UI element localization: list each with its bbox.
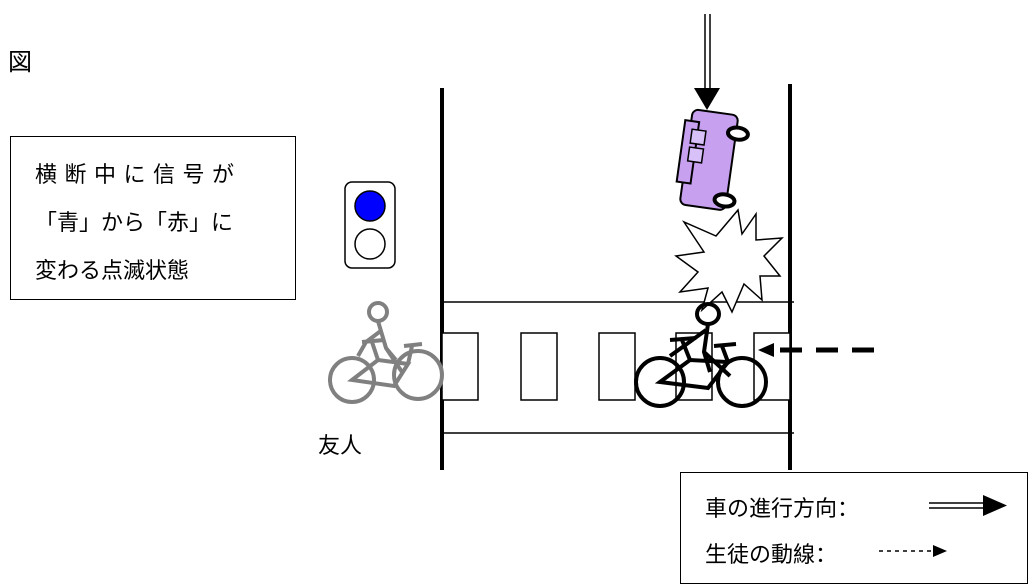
note-box: 横断中に信号が 「青」から「赤」に 変わる点滅状態 <box>10 136 296 300</box>
figure-label: 図 <box>8 48 32 76</box>
collision-burst-icon <box>674 208 784 314</box>
car-icon <box>675 108 750 211</box>
student-bicycle-icon <box>634 302 768 408</box>
crosswalk-stripe <box>753 332 791 401</box>
note-line-1: 横断中に信号が <box>35 163 242 188</box>
traffic-signal-icon <box>344 181 396 269</box>
crosswalk-stripe <box>598 332 636 401</box>
crosswalk-stripe <box>441 332 479 401</box>
note-line-3: 変わる点滅状態 <box>35 259 190 284</box>
legend-arrows <box>879 495 1007 557</box>
friend-bicycle-icon <box>328 301 444 404</box>
legend-student-path: 生徒の動線： <box>705 543 838 568</box>
car-direction-arrow <box>694 14 720 110</box>
note-line-2: 「青」から「赤」に <box>35 211 234 236</box>
student-path-arrow <box>758 343 874 357</box>
crosswalk-stripes <box>441 332 791 401</box>
legend-car-direction: 車の進行方向： <box>705 497 860 522</box>
friend-label: 友人 <box>318 434 363 459</box>
crosswalk-stripe <box>520 332 558 401</box>
legend-box: 車の進行方向： 生徒の動線： <box>680 472 1028 584</box>
